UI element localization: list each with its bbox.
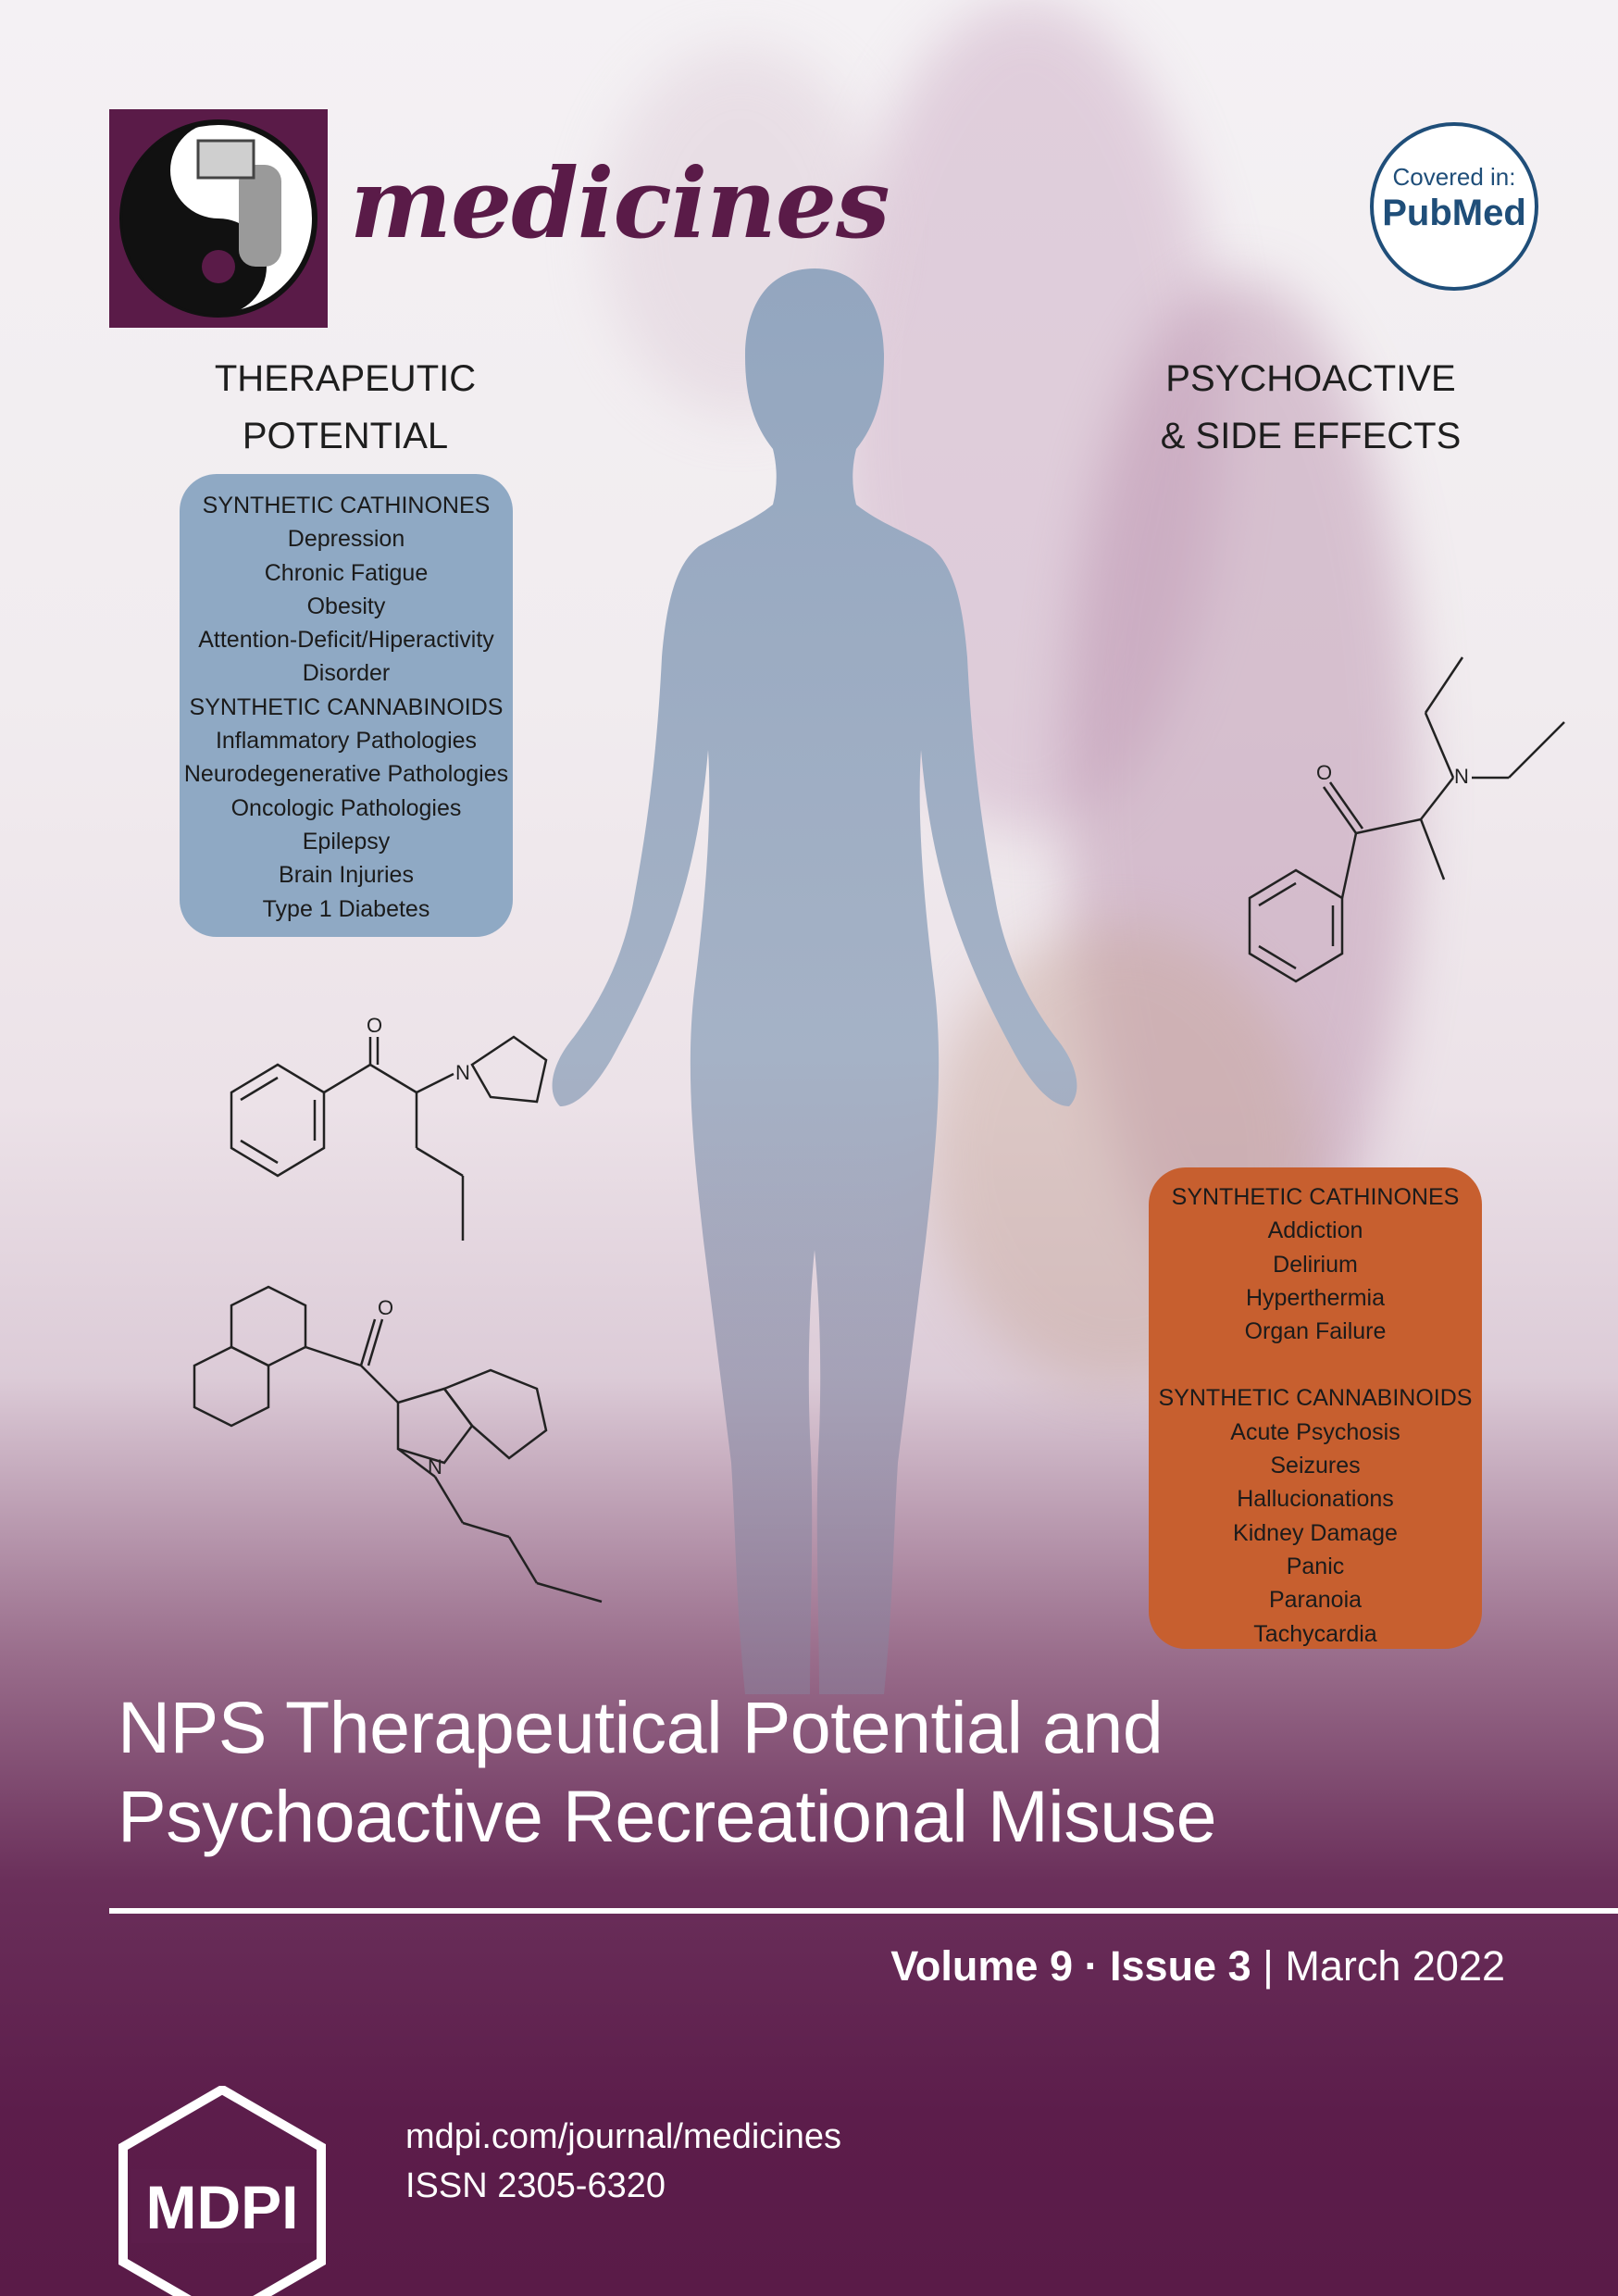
box-line: Seizures: [1270, 1453, 1361, 1479]
box-line: Panic: [1286, 1553, 1345, 1579]
nitrogen-label: N: [1454, 765, 1469, 788]
side-effects-heading: PSYCHOACTIVE & SIDE EFFECTS: [1116, 350, 1505, 465]
body-silhouette: [552, 268, 1077, 1694]
issue-separator: ·: [1084, 1942, 1099, 1990]
volume-label: Volume 9: [890, 1942, 1073, 1990]
nitrogen-label: N: [455, 1061, 470, 1084]
pubmed-brand: PubMed: [1382, 193, 1526, 233]
box-line: Depression: [287, 526, 405, 553]
oxygen-label: O: [1316, 761, 1332, 784]
therapeutic-potential-box: SYNTHETIC CATHINONES Depression Chronic …: [180, 474, 513, 937]
journal-name: medicines: [350, 146, 890, 260]
oxygen-label: O: [378, 1296, 393, 1319]
heading-line: POTENTIAL: [242, 416, 449, 456]
heading-line: THERAPEUTIC: [214, 358, 477, 399]
box-line: Neurodegenerative Pathologies: [183, 761, 509, 788]
issue-date: March 2022: [1285, 1942, 1505, 1990]
heading-line: & SIDE EFFECTS: [1160, 416, 1462, 456]
title-line: Psychoactive Recreational Misuse: [118, 1775, 1217, 1857]
pubmed-covered-label: Covered in:: [1392, 163, 1516, 191]
box-line: SYNTHETIC CATHINONES: [202, 493, 491, 518]
title-line: NPS Therapeutical Potential and: [118, 1686, 1164, 1768]
box-line: Tachycardia: [1253, 1620, 1377, 1647]
issn: ISSN 2305-6320: [405, 2166, 666, 2205]
box-line: Paranoia: [1268, 1587, 1363, 1614]
mdpi-logo-text: MDPI: [146, 2173, 299, 2241]
box-line: SYNTHETIC CANNABINOIDS: [189, 693, 504, 720]
issue-info: Volume 9 · Issue 3 | March 2022: [833, 1942, 1505, 1990]
nitrogen-label: N: [428, 1455, 442, 1479]
box-line: Obesity: [306, 593, 386, 619]
title-divider: [109, 1908, 1618, 1914]
therapeutic-heading: THERAPEUTIC POTENTIAL: [151, 350, 540, 465]
issue-label: Issue 3: [1110, 1942, 1251, 1990]
box-line: Addiction: [1267, 1217, 1363, 1244]
box-line: Type 1 Diabetes: [262, 895, 430, 922]
issue-divider: |: [1263, 1942, 1274, 1990]
heading-line: PSYCHOACTIVE: [1165, 358, 1456, 399]
smoke-wisp: [1064, 278, 1416, 1296]
box-line: SYNTHETIC CATHINONES: [1171, 1184, 1460, 1210]
oxygen-label: O: [367, 1014, 382, 1037]
journal-url: mdpi.com/journal/medicines: [405, 2117, 841, 2156]
box-line: Organ Failure: [1244, 1318, 1387, 1345]
molecule-pyrrolidine-cathinone: O N: [230, 1014, 548, 1241]
journal-logo: [109, 109, 328, 328]
box-line: Delirium: [1273, 1251, 1358, 1278]
article-title: NPS Therapeutical Potential and Psychoac…: [118, 1683, 1506, 1861]
molecule-naphthoylindole: O N: [193, 1285, 603, 1603]
box-line: Inflammatory Pathologies: [215, 728, 478, 755]
molecule-diethylcathinone: O N: [1248, 656, 1565, 983]
box-line: Hyperthermia: [1245, 1284, 1386, 1311]
box-line: Hallucionations: [1237, 1486, 1394, 1513]
box-line: Disorder: [302, 660, 391, 687]
box-line: Oncologic Pathologies: [230, 794, 462, 821]
mdpi-logo: MDPI: [118, 2086, 326, 2296]
box-line: Brain Injuries: [279, 862, 414, 889]
box-line: Kidney Damage: [1233, 1519, 1398, 1546]
box-line: Chronic Fatigue: [264, 559, 429, 586]
box-line: Attention-Deficit/Hiperactivity: [198, 627, 494, 654]
side-effects-box: SYNTHETIC CATHINONES Addiction Delirium …: [1149, 1167, 1482, 1649]
pubmed-badge: Covered in: PubMed: [1370, 122, 1538, 291]
box-gap: [1149, 1348, 1482, 1381]
box-line: Acute Psychosis: [1230, 1418, 1400, 1445]
box-line: Epilepsy: [302, 828, 391, 855]
box-line: SYNTHETIC CANNABINOIDS: [1158, 1385, 1473, 1412]
